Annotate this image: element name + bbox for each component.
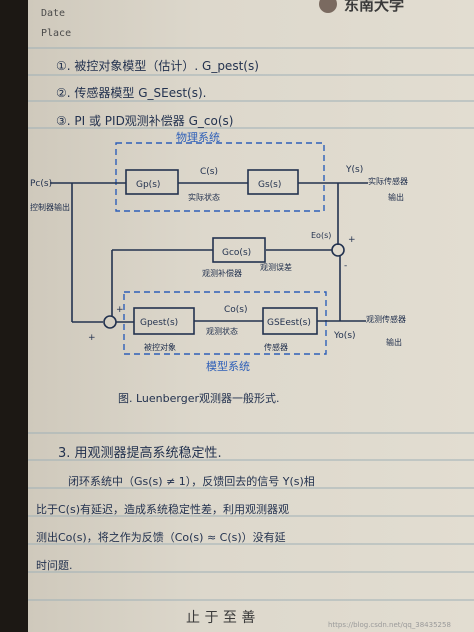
note-item-1: ①. 被控对象模型（估计）. G_pest(s) <box>56 59 259 73</box>
input-signal: Pc(s) <box>30 179 52 189</box>
sensor-label: 传感器 <box>264 342 288 352</box>
physical-system-box <box>115 142 325 212</box>
observer-sensor-label: 观测传感器 <box>366 314 406 324</box>
ruled-lines <box>28 47 474 601</box>
plant-label: 被控对象 <box>144 342 176 352</box>
physical-system-label: 物理系统 <box>176 130 220 144</box>
output-label: 输出 <box>388 192 404 202</box>
section3-heading: 3. 用观测器提高系统稳定性. <box>58 445 222 461</box>
diagram-caption: 图. Luenberger观测器一般形式. <box>118 392 280 405</box>
y-signal: Y(s) <box>345 165 363 175</box>
note-item-3: ③. PI 或 PID观测补偿器 G_co(s) <box>56 113 233 128</box>
note-item-2: ②. 传感器模型 G_SEest(s). <box>56 85 206 100</box>
junction-plus-top: + <box>116 305 124 315</box>
input-desc: 控制器输出 <box>30 202 70 212</box>
gs-block <box>247 169 299 195</box>
observer-output-label: 输出 <box>386 337 402 347</box>
notebook-page: Date Place 东南大学 ①. 被控对象模型（估计）. G_pest(s)… <box>28 0 474 632</box>
section3-line-2: 比于C(s)有延迟，造成系统稳定性差，利用观测器观 <box>36 502 289 516</box>
actual-state: 实际状态 <box>188 192 220 202</box>
date-label: Date <box>41 8 65 19</box>
gseest-label: GSEest(s) <box>267 318 311 328</box>
place-label: Place <box>41 28 71 39</box>
eo-signal: Eo(s) <box>311 231 331 240</box>
gp-label: Gp(s) <box>136 180 160 190</box>
model-system-label: 模型系统 <box>206 359 250 373</box>
error-summing-junction <box>331 243 345 257</box>
page-svg: Date Place 东南大学 ①. 被控对象模型（估计）. G_pest(s)… <box>28 0 474 629</box>
actual-sensor: 实际传感器 <box>368 176 408 186</box>
footer-motto: 止 于 至 善 <box>186 610 255 626</box>
watermark: https://blog.csdn.net/qq_38435258 <box>328 621 451 629</box>
section3-line-4: 时问题. <box>36 559 73 572</box>
section3-line-1: 闭环系统中（Gs(s) ≠ 1），反馈回去的信号 Y(s)相 <box>68 474 315 488</box>
plus-sign: + <box>348 235 356 245</box>
gs-label: Gs(s) <box>258 180 281 190</box>
gp-block <box>125 169 179 195</box>
section3-line-3: 测出Co(s)，将之作为反馈（Co(s) ≈ C(s)）没有延 <box>36 530 286 544</box>
yo-signal: Yo(s) <box>333 331 356 341</box>
minus-sign: - <box>344 261 347 271</box>
observer-comp-label: 观测补偿器 <box>202 268 242 278</box>
luenberger-diagram: 物理系统 Pc(s) 控制器输出 Gp(s) C(s) 实际状态 Gs(s) Y… <box>30 130 408 405</box>
junction-plus-bottom: + <box>88 333 96 343</box>
observer-error-label: 观测误差 <box>260 262 292 272</box>
university-seal-icon <box>319 0 337 13</box>
co-signal: Co(s) <box>224 305 248 315</box>
c-signal: C(s) <box>200 167 218 177</box>
model-system-box <box>123 291 327 355</box>
observer-state-label: 观测状态 <box>206 326 238 336</box>
input-summing-junction <box>103 315 117 329</box>
university-name: 东南大学 <box>344 0 404 14</box>
gpest-label: Gpest(s) <box>140 318 178 328</box>
gco-label: Gco(s) <box>222 248 251 258</box>
